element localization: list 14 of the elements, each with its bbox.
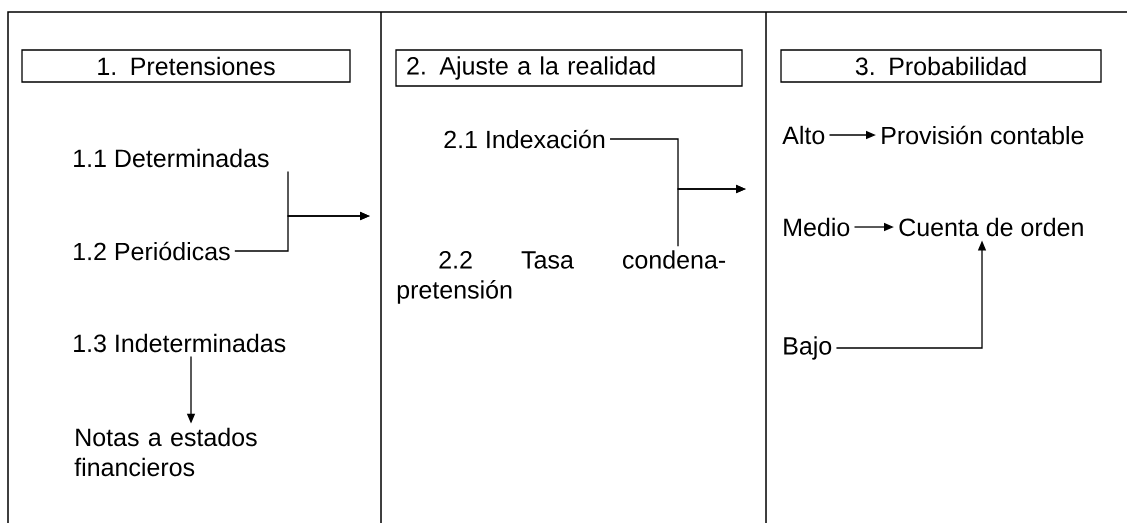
heading-box: 3. Probabilidad (780, 49, 1102, 83)
text-label: Provisión contable (882, 125, 1084, 145)
text-label: Cuenta de orden (899, 217, 1083, 237)
text-label: 2.2 Tasa condena-pretensión (397, 250, 726, 304)
text-label: Alto (782, 125, 825, 145)
text-label: Notas a estados financieros (74, 427, 257, 477)
text-label: 2.1 Indexación (444, 129, 605, 149)
text-label: 1.2 Periódicas (74, 241, 230, 261)
heading-box: 2. Ajuste a la realidad (395, 49, 743, 87)
text-label: 1.1 Determinadas (74, 148, 269, 168)
text-label: 1.3 Indeterminadas (74, 333, 286, 353)
text-label: Bajo (784, 336, 832, 360)
heading-box: 1. Pretensiones (21, 49, 351, 83)
text-label: Medio (784, 217, 850, 237)
